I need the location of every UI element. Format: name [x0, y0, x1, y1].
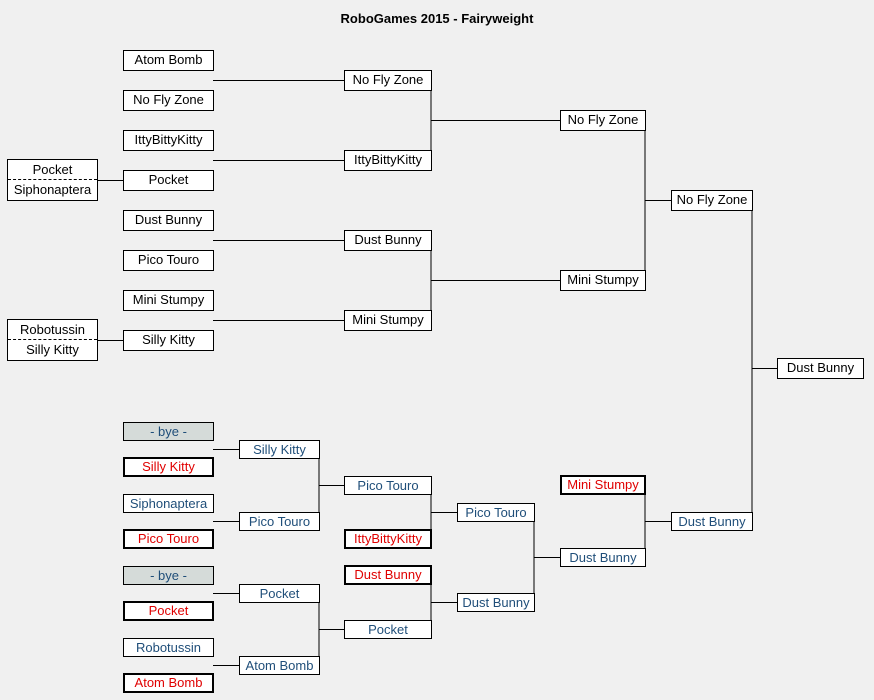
- winners-round2-entrant: No Fly Zone: [344, 70, 432, 91]
- winners-round1-entrant: Pocket: [123, 170, 214, 191]
- play-in-entrant: Silly Kitty: [26, 342, 79, 357]
- losers-round3-entrant: Dust Bunny: [344, 565, 432, 585]
- winners-round1-entrant: IttyBittyKitty: [123, 130, 214, 151]
- losers-round1-entrant: Robotussin: [123, 638, 214, 657]
- losers-round5-entrant: Dust Bunny: [560, 548, 646, 567]
- losers-round3-entrant: Pico Touro: [344, 476, 432, 495]
- winners-round2-entrant: Mini Stumpy: [344, 310, 432, 331]
- play-in-match: Pocket Siphonaptera: [7, 159, 98, 201]
- losers-round2-entrant: Pocket: [239, 584, 320, 603]
- losers-round3-entrant: IttyBittyKitty: [344, 529, 432, 549]
- play-in-entrant: Siphonaptera: [13, 182, 92, 197]
- losers-round2-entrant: Atom Bomb: [239, 656, 320, 675]
- losers-round1-entrant: Pocket: [123, 601, 214, 621]
- winners-semifinal-entrant: Mini Stumpy: [560, 270, 646, 291]
- losers-round1-entrant: Siphonaptera: [123, 494, 214, 513]
- bracket-title: RoboGames 2015 - Fairyweight: [340, 11, 534, 26]
- losers-round1-entrant: Atom Bomb: [123, 673, 214, 693]
- play-in-entrant: Pocket: [8, 160, 97, 180]
- winners-round1-entrant: Pico Touro: [123, 250, 214, 271]
- losers-round5-entrant: Mini Stumpy: [560, 475, 646, 495]
- losers-round3-entrant: Pocket: [344, 620, 432, 639]
- play-in-match: Robotussin Silly Kitty: [7, 319, 98, 361]
- losers-round1-bye: - bye -: [123, 566, 214, 585]
- winners-round2-entrant: IttyBittyKitty: [344, 150, 432, 171]
- losers-round1-bye: - bye -: [123, 422, 214, 441]
- losers-round4-entrant: Dust Bunny: [457, 593, 535, 612]
- losers-round1-entrant: Silly Kitty: [123, 457, 214, 477]
- play-in-entrant: Robotussin: [8, 320, 97, 340]
- losers-round2-entrant: Silly Kitty: [239, 440, 320, 459]
- losers-round2-entrant: Pico Touro: [239, 512, 320, 531]
- winners-round2-entrant: Dust Bunny: [344, 230, 432, 251]
- champion-box: Dust Bunny: [777, 358, 864, 379]
- winners-final-entrant: No Fly Zone: [671, 190, 753, 211]
- winners-round1-entrant: Mini Stumpy: [123, 290, 214, 311]
- winners-round1-entrant: Atom Bomb: [123, 50, 214, 71]
- losers-round4-entrant: Pico Touro: [457, 503, 535, 522]
- losers-final-entrant: Dust Bunny: [671, 512, 753, 531]
- losers-round1-entrant: Pico Touro: [123, 529, 214, 549]
- winners-round1-entrant: No Fly Zone: [123, 90, 214, 111]
- winners-round1-entrant: Silly Kitty: [123, 330, 214, 351]
- winners-round1-entrant: Dust Bunny: [123, 210, 214, 231]
- winners-semifinal-entrant: No Fly Zone: [560, 110, 646, 131]
